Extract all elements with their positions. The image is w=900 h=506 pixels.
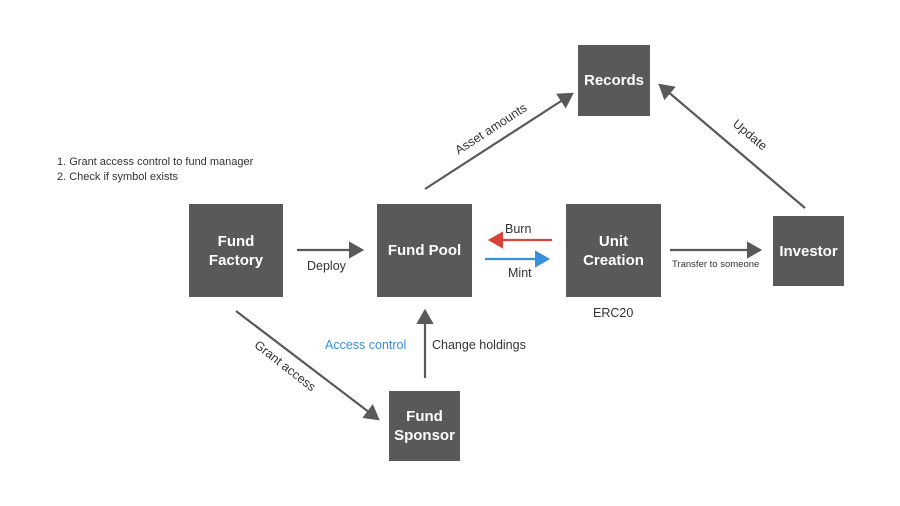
note-item: 1. Grant access control to fund manager: [57, 156, 254, 168]
node-records: Records: [578, 45, 650, 116]
label-mint: Mint: [508, 266, 532, 280]
note-item: 2. Check if symbol exists: [57, 171, 179, 183]
label-access-control: Access control: [325, 338, 407, 352]
label-burn: Burn: [505, 222, 532, 236]
node-fund-factory: Fund Factory: [189, 204, 283, 297]
label-transfer: Transfer to someone: [672, 259, 760, 270]
node-fund-pool: Fund Pool: [377, 204, 472, 297]
node-unit-creation: Unit Creation: [566, 204, 661, 297]
node-fund-sponsor: Fund Sponsor: [389, 391, 460, 461]
node-investor: Investor: [773, 216, 844, 286]
label-deploy: Deploy: [307, 259, 346, 273]
notes-list: 1. Grant access control to fund manager …: [57, 155, 253, 185]
label-change-holdings: Change holdings: [432, 338, 526, 352]
edge-factory-to-sponsor: [235, 310, 380, 421]
caption-erc20: ERC20: [593, 306, 634, 320]
edge-investor-to-records: [658, 83, 806, 209]
edge-fundpool-to-records: [424, 92, 574, 190]
